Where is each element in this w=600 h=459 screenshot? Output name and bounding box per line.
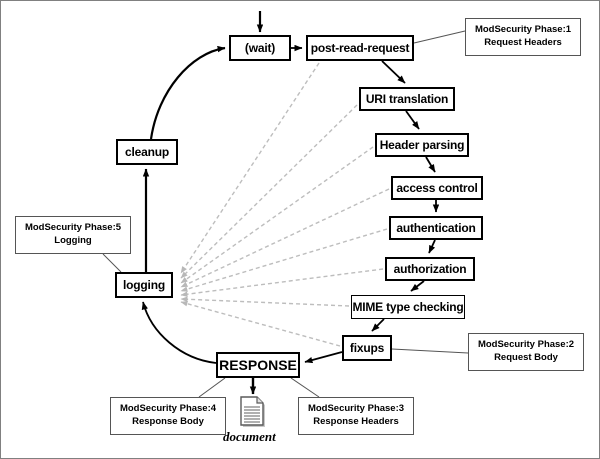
edge-authorization-to-mime-type-checking bbox=[410, 280, 425, 292]
edge-response-to-logging bbox=[141, 301, 217, 364]
edge-uri-translation-to-header-parsing bbox=[405, 110, 420, 130]
phase-box-line2: Response Body bbox=[132, 416, 204, 427]
node-label: fixups bbox=[349, 341, 385, 355]
leader-phase4 bbox=[198, 377, 226, 398]
node-access-control[interactable]: access control bbox=[391, 176, 483, 200]
phase-box-line2: Response Headers bbox=[313, 416, 399, 427]
document-icon bbox=[237, 395, 271, 429]
phase-box-line1: ModSecurity Phase:2 bbox=[477, 339, 575, 351]
node-label: authorization bbox=[393, 262, 467, 276]
edge-dashed-authorization-to-logging bbox=[180, 268, 384, 297]
leader-phase3 bbox=[290, 377, 320, 398]
phase-box-line2: Logging bbox=[54, 235, 92, 246]
phase-box-3: ModSecurity Phase:3 Response Headers bbox=[298, 397, 414, 435]
node-label: cleanup bbox=[125, 145, 169, 159]
phase-box-line2: Request Body bbox=[494, 352, 558, 363]
edge-dashed-mime-type-checking-to-logging bbox=[180, 296, 350, 307]
node-mime-type-checking[interactable]: MIME type checking bbox=[351, 295, 465, 319]
phase-box-line1: ModSecurity Phase:5 bbox=[24, 222, 122, 234]
leader-phase1 bbox=[413, 30, 466, 44]
edge-dashed-fixups-to-logging bbox=[180, 301, 341, 347]
node-label: (wait) bbox=[244, 41, 276, 55]
node-authorization[interactable]: authorization bbox=[385, 257, 475, 281]
edge-cleanup-to-wait bbox=[149, 45, 226, 140]
node-fixups[interactable]: fixups bbox=[342, 335, 392, 361]
edge-dashed-uri-translation-to-logging bbox=[180, 104, 358, 279]
edge-dashed-access-control-to-logging bbox=[180, 188, 390, 288]
phase-box-line2: Request Headers bbox=[484, 37, 562, 48]
node-label: Header parsing bbox=[379, 138, 465, 152]
edge-dashed-post-read-request-to-logging bbox=[180, 62, 320, 274]
node-cleanup[interactable]: cleanup bbox=[116, 139, 178, 165]
node-wait[interactable]: (wait) bbox=[229, 35, 291, 61]
leader-phase2 bbox=[391, 348, 469, 354]
node-post-read-request[interactable]: post-read-request bbox=[306, 35, 414, 61]
node-label: access control bbox=[396, 181, 478, 195]
node-authentication[interactable]: authentication bbox=[389, 216, 483, 240]
phase-box-5: ModSecurity Phase:5 Logging bbox=[15, 216, 131, 254]
phase-box-line1: ModSecurity Phase:3 bbox=[307, 403, 405, 415]
node-label: MIME type checking bbox=[352, 300, 464, 314]
phase-box-1: ModSecurity Phase:1 Request Headers bbox=[465, 18, 581, 56]
node-uri-translation[interactable]: URI translation bbox=[359, 87, 455, 111]
node-label: post-read-request bbox=[310, 41, 410, 55]
node-label: logging bbox=[123, 278, 165, 292]
edge-header-parsing-to-access-control bbox=[425, 156, 436, 173]
phase-box-line1: ModSecurity Phase:1 bbox=[474, 24, 572, 36]
node-label: URI translation bbox=[365, 92, 449, 106]
node-label: RESPONSE bbox=[219, 357, 297, 373]
phase-box-2: ModSecurity Phase:2 Request Body bbox=[468, 333, 584, 371]
node-response[interactable]: RESPONSE bbox=[216, 352, 300, 378]
leader-phase5 bbox=[102, 253, 122, 273]
node-logging[interactable]: logging bbox=[115, 272, 173, 298]
phase-box-line1: ModSecurity Phase:4 bbox=[119, 403, 217, 415]
node-header-parsing[interactable]: Header parsing bbox=[375, 133, 469, 157]
edge-post-read-request-to-uri-translation bbox=[381, 60, 406, 84]
edge-fixups-to-response bbox=[304, 351, 343, 364]
phase-box-4: ModSecurity Phase:4 Response Body bbox=[110, 397, 226, 435]
node-label: authentication bbox=[396, 221, 476, 235]
edge-dashed-header-parsing-to-logging bbox=[180, 146, 374, 284]
document-icon-label: document bbox=[223, 429, 276, 444]
edge-authentication-to-authorization bbox=[428, 239, 436, 254]
edge-mime-type-checking-to-fixups bbox=[371, 318, 385, 332]
edge-dashed-authentication-to-logging bbox=[180, 228, 388, 292]
